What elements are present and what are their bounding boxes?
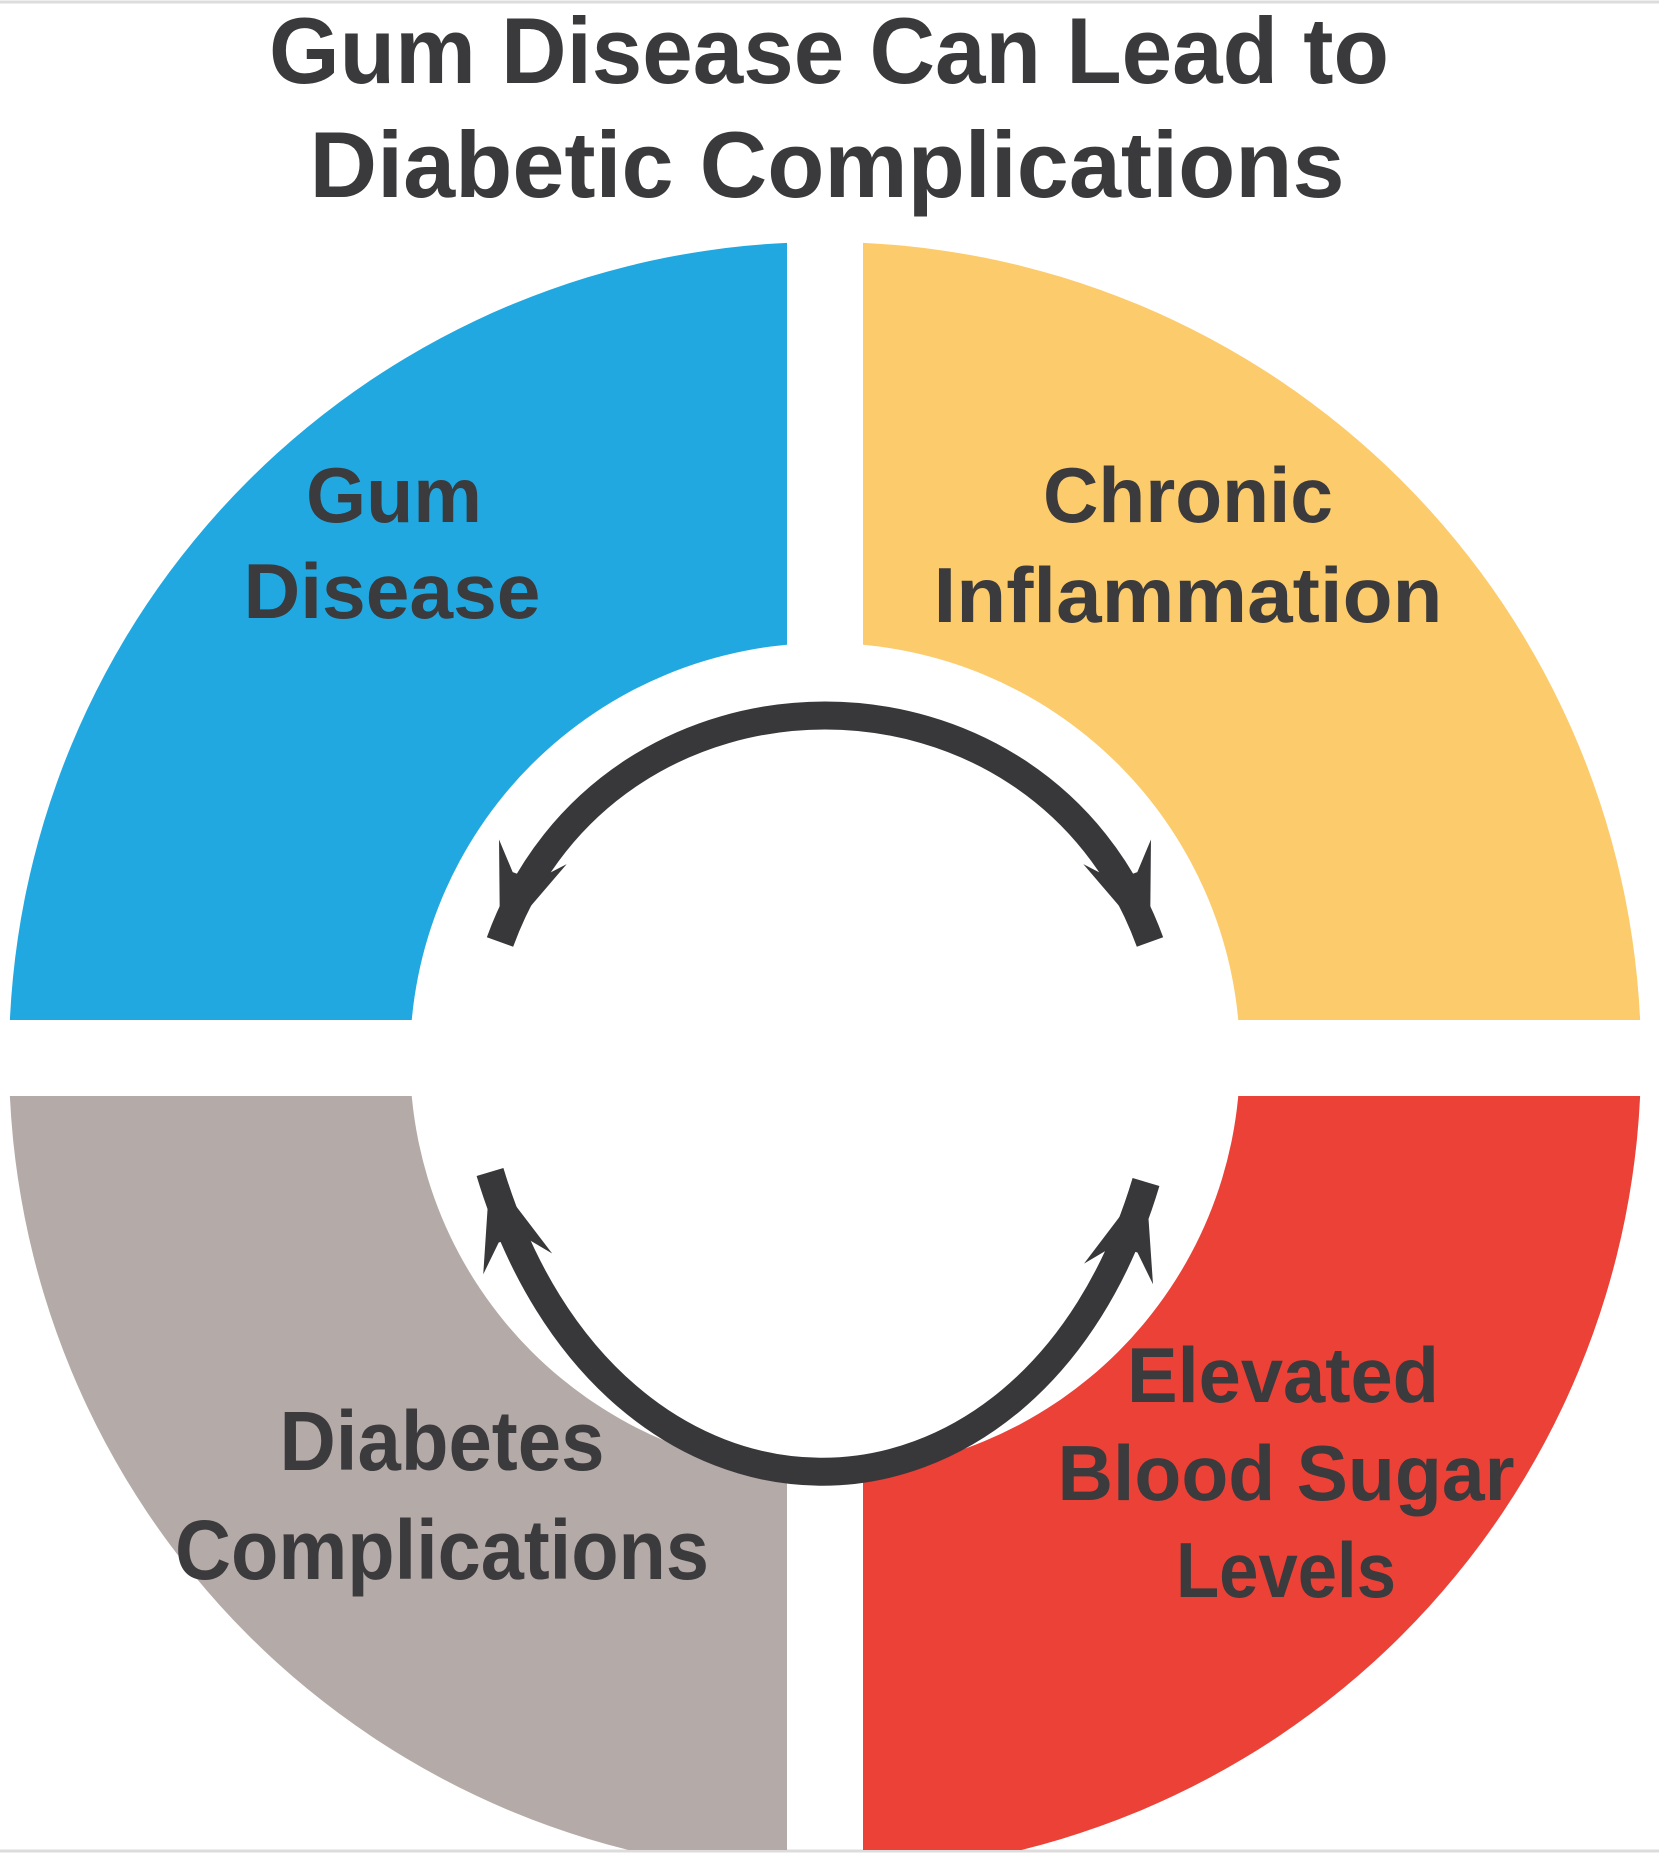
label-line: Disease — [244, 547, 541, 635]
label-chronic-inflammation: Chronic Inflammation — [934, 451, 1443, 639]
label-line: Chronic — [1043, 451, 1333, 539]
label-line: Diabetes — [280, 1394, 605, 1488]
cycle-ring — [9, 242, 1641, 1850]
quadrant-elevated-blood-sugar — [863, 1096, 1641, 1850]
label-line: Gum — [306, 451, 482, 539]
bottom-double-arrow-icon — [476, 1167, 1160, 1486]
title-line-1: Gum Disease Can Lead to — [269, 0, 1389, 103]
label-line: Complications — [175, 1503, 709, 1597]
label-line: Inflammation — [934, 551, 1443, 639]
label-line: Elevated — [1127, 1331, 1439, 1419]
label-elevated-blood-sugar-levels: Elevated Blood Sugar Levels — [1058, 1331, 1515, 1614]
label-diabetes-complications: Diabetes Complications — [175, 1394, 709, 1597]
quadrant-chronic-inflammation — [863, 242, 1641, 1020]
quadrant-diabetes-complications — [9, 1096, 787, 1850]
top-double-arrow-icon — [486, 701, 1164, 947]
label-line: Blood Sugar — [1058, 1429, 1515, 1517]
title-line-2: Diabetic Complications — [310, 112, 1345, 217]
diagram-title: Gum Disease Can Lead to Diabetic Complic… — [269, 0, 1389, 217]
quadrant-gum-disease — [9, 242, 787, 1020]
label-line: Levels — [1176, 1526, 1396, 1614]
label-gum-disease: Gum Disease — [244, 451, 541, 635]
